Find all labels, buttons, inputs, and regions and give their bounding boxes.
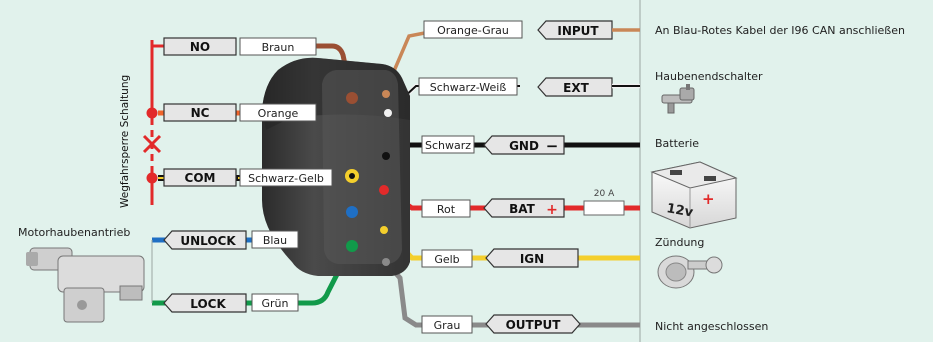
nc-wire-label: Orange	[258, 107, 299, 120]
input-code: INPUT	[557, 24, 599, 38]
bat-code: BAT	[509, 202, 536, 216]
terminal-lock: LOCK Grün	[163, 293, 299, 313]
unlock-code: UNLOCK	[180, 234, 236, 248]
terminal-ign: Gelb IGN	[421, 248, 579, 268]
ign-code: IGN	[520, 252, 544, 266]
terminal-gnd: Schwarz GND −	[421, 135, 565, 155]
output-wire-label: Grau	[434, 319, 461, 332]
terminal-ext: Schwarz-Weiß EXT	[418, 77, 640, 97]
nc-code: NC	[191, 106, 210, 120]
terminal-unlock: UNLOCK Blau	[163, 230, 299, 250]
ext-wire-label: Schwarz-Weiß	[430, 81, 507, 94]
terminal-bat: Rot BAT + 20 A	[421, 189, 625, 218]
input-wire-label: Orange-Grau	[437, 24, 509, 37]
com-wire-label: Schwarz-Gelb	[248, 172, 324, 185]
gnd-code: GND	[509, 139, 539, 153]
com-code: COM	[185, 171, 216, 185]
terminal-no: NO Braun	[152, 37, 317, 56]
output-code: OUTPUT	[506, 318, 562, 332]
fuse-icon	[583, 200, 625, 216]
wire-brown	[316, 43, 355, 99]
cut-icon	[142, 134, 162, 154]
lock-wire-label: Grün	[262, 297, 289, 310]
terminal-nc: NC Orange	[163, 103, 317, 122]
lock-code: LOCK	[190, 297, 226, 311]
control-module	[262, 57, 410, 276]
hood-actuator-icon	[26, 247, 145, 323]
pin-yellow	[380, 226, 388, 234]
pin-blue	[346, 206, 358, 218]
ext-code: EXT	[563, 81, 589, 95]
ignition-key-icon	[657, 255, 723, 289]
terminal-com: COM Schwarz-Gelb	[163, 168, 333, 187]
vertical-label: Wegfahrsperre Schaltung	[119, 75, 131, 208]
actuator-title: Motorhaubenantrieb	[18, 226, 130, 239]
ign-description: Zündung	[655, 236, 704, 249]
pin-black-white	[384, 109, 392, 117]
terminal-output: Grau OUTPUT	[421, 314, 581, 334]
hood-switch-icon	[661, 84, 695, 114]
input-description: An Blau-Rotes Kabel der I96 CAN anschlie…	[655, 24, 905, 37]
wire-green	[152, 243, 355, 306]
pin-black	[382, 152, 390, 160]
com-junction-dot	[146, 172, 158, 184]
fuse-label: 20 A	[594, 189, 615, 199]
gnd-minus-sign: −	[546, 137, 559, 155]
battery-voltage-label: 12v	[665, 201, 694, 220]
nc-junction-dot	[146, 107, 158, 119]
pin-red	[379, 185, 389, 195]
ign-wire-label: Gelb	[434, 253, 459, 266]
battery-plus-icon: +	[702, 190, 715, 208]
pin-green	[346, 240, 358, 252]
pin-brown	[346, 92, 358, 104]
battery-icon: 12v +	[650, 161, 738, 229]
output-description: Nicht angeschlossen	[655, 320, 768, 333]
pin-orange-grey	[382, 90, 390, 98]
immobilizer-circuit	[142, 40, 162, 205]
bat-wire-label: Rot	[437, 203, 456, 216]
gnd-description: Batterie	[655, 137, 699, 150]
bat-plus-sign: +	[546, 202, 558, 218]
terminal-input: Orange-Grau INPUT	[423, 20, 640, 40]
gnd-wire-label: Schwarz	[425, 139, 471, 152]
no-wire-label: Braun	[262, 41, 295, 54]
pin-grey	[382, 258, 390, 266]
unlock-wire-label: Blau	[263, 234, 287, 247]
ext-description: Haubenendschalter	[655, 70, 763, 83]
no-code: NO	[190, 40, 210, 54]
